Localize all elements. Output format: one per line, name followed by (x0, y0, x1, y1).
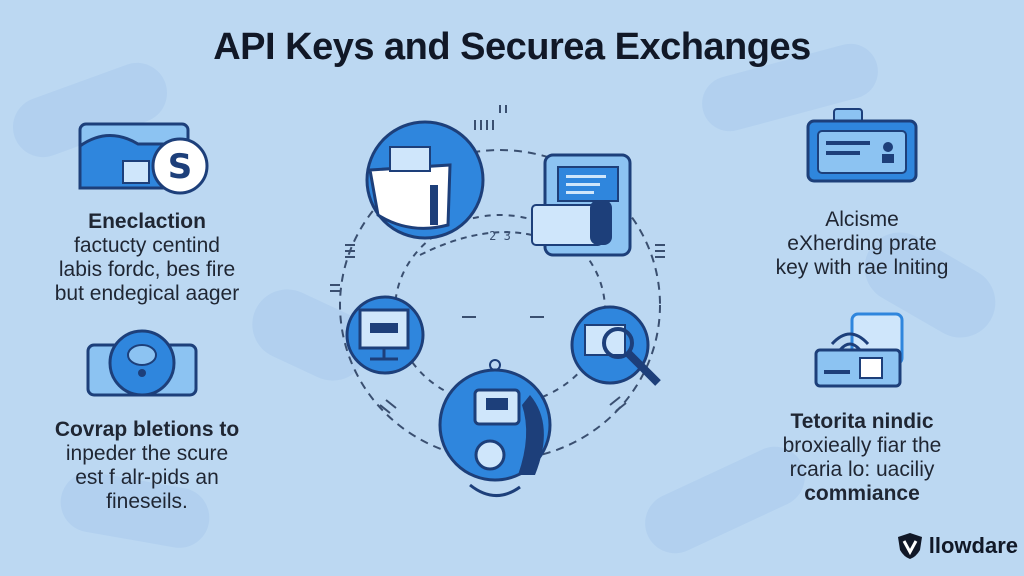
left-bottom-text: Covrap bletions to inpeder the scure est… (22, 418, 272, 514)
brand-logo: llowdare (897, 532, 1018, 560)
left-top-heading: Eneclaction (88, 210, 206, 233)
svg-text:S: S (168, 147, 193, 187)
search-document-node (570, 305, 661, 386)
monitor-node (345, 295, 425, 375)
brand-logo-text: llowdare (928, 533, 1018, 558)
document-device-node (531, 153, 632, 257)
right-top-line: key with rae lniting (775, 256, 949, 279)
right-top-heading: Alcisme (825, 208, 899, 231)
id-card-icon (804, 107, 924, 192)
user-laptop-node (438, 359, 552, 497)
right-top-text: Alcisme eXherding prate key with rae lni… (742, 208, 982, 280)
right-bottom-line: commiance (804, 482, 920, 505)
left-top-line: factucty centind (74, 234, 220, 257)
left-top-line: but endegical aager (54, 282, 240, 305)
left-bottom-line: inpeder the scure (65, 442, 229, 465)
outer-connection-ring (339, 149, 661, 461)
shield-node (365, 120, 485, 240)
page-title: API Keys and Securea Exchanges (213, 26, 811, 68)
right-bottom-text: Tetorita nindic broxieally fiar the rcar… (742, 410, 982, 506)
left-bottom-heading: Covrap bletions to (54, 418, 240, 441)
folder-shield-icon: S (78, 116, 213, 201)
right-bottom-line: rcaria lo: uaciliy (789, 458, 935, 481)
wifi-card-icon (810, 310, 920, 395)
connection-line (419, 231, 561, 256)
right-bottom-line: broxieally fiar the (782, 434, 942, 457)
network-diagram: 2 3 (330, 105, 665, 497)
right-bottom-heading: Tetorita nindic (790, 410, 934, 433)
lock-badge-icon (86, 325, 201, 410)
left-bottom-line: fineseils. (106, 490, 188, 513)
left-top-line: labis fordc, bes fire (58, 258, 236, 281)
shield-v-icon (897, 533, 922, 559)
diagram-label: 2 3 (489, 229, 511, 243)
left-bottom-line: est f alr-pids an (75, 466, 219, 489)
right-top-line: eXherding prate (787, 232, 937, 255)
signal-ticks (330, 105, 665, 414)
left-top-text: Eneclaction factucty centind labis fordc… (22, 210, 272, 306)
